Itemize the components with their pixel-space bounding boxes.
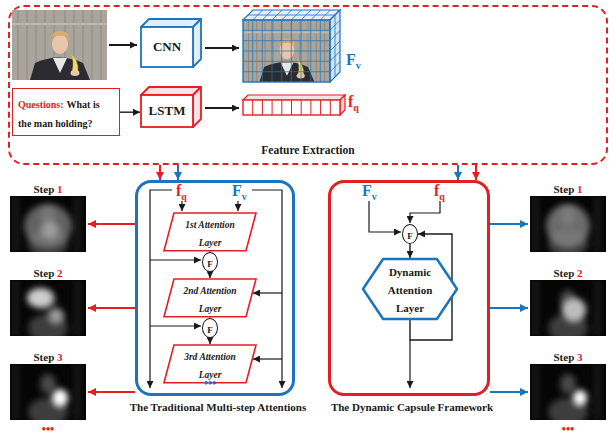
connector-arrow xyxy=(490,391,528,393)
step-label: Step 3 xyxy=(31,351,64,363)
framework-panel: 1st Attention LayerF2nd Attention LayerF… xyxy=(135,180,295,396)
connector-arrow xyxy=(475,165,477,180)
connector-arrow xyxy=(88,391,135,393)
text-holder: F xyxy=(207,253,213,271)
network-block: LSTM xyxy=(140,86,202,128)
attention-map xyxy=(10,196,86,258)
node-label: CNN xyxy=(153,39,181,55)
feature-symbol: fq xyxy=(434,183,445,199)
text-holder: 1st Attention Layer xyxy=(176,214,244,250)
fusion-circle: F xyxy=(202,252,218,272)
panel-caption: The Dynamic Capsule Framework xyxy=(331,401,493,413)
text-holder: Step 3 xyxy=(528,348,608,364)
text-holder: F xyxy=(207,319,213,337)
node-label: 1st Attention Layer xyxy=(185,220,235,248)
attention-step: Step 1 xyxy=(8,180,88,252)
text-holder: Feature Extraction xyxy=(10,140,606,158)
text-holder: Step 3 xyxy=(8,348,88,364)
attention-step: Step 2 xyxy=(528,264,608,336)
node-label: F xyxy=(407,231,413,241)
question-vector xyxy=(243,95,345,115)
step-label: Step 1 xyxy=(31,183,64,195)
node-label: F xyxy=(207,259,213,269)
attention-step: Step 3 xyxy=(528,348,608,420)
dynamic-attention-layer: Dynamic Attention Layer xyxy=(362,258,458,320)
step-label: Step 2 xyxy=(31,267,64,279)
node-label: F xyxy=(207,325,213,335)
attention-step: Step 3 xyxy=(8,348,88,420)
network-block: CNN xyxy=(140,18,202,68)
text-holder: The Traditional Multi-step Attentions xyxy=(124,397,312,415)
text-holder: The Dynamic Capsule Framework xyxy=(317,397,507,415)
attention-step: Step 2 xyxy=(8,264,88,336)
ellipsis: ••• xyxy=(204,377,217,389)
input-photo xyxy=(12,10,107,80)
attention-layer: 1st Attention Layer xyxy=(163,212,257,252)
connector-arrow xyxy=(88,223,135,225)
text-holder: Step 1 xyxy=(8,180,88,196)
ellipsis: ••• xyxy=(562,423,575,435)
feature-extraction-box: CNN Questions:What is the man holding? LST… xyxy=(8,5,608,165)
attention-layer: 2nd Attention Layer xyxy=(163,278,257,318)
panel-caption: The Traditional Multi-step Attentions xyxy=(130,401,307,413)
node-label: 2nd Attention Layer xyxy=(183,286,236,314)
node-label: LSTM xyxy=(149,103,186,119)
attention-step: Step 1 xyxy=(528,180,608,252)
connector-arrow xyxy=(490,223,528,225)
text-holder: Questions:What is the man holding? xyxy=(18,93,114,131)
connector-arrow xyxy=(209,338,210,344)
attention-map xyxy=(530,196,606,258)
framework-panel: FDynamic Attention LayerThe Dynamic Caps… xyxy=(328,180,490,396)
feature-symbol: Fv xyxy=(346,52,361,68)
fusion-circle: F xyxy=(202,318,218,338)
text-holder: LSTM xyxy=(140,94,194,128)
step-label: Step 2 xyxy=(551,267,584,279)
feature-symbol: Fv xyxy=(362,183,377,199)
text-holder: Step 2 xyxy=(8,264,88,280)
ellipsis: ••• xyxy=(42,423,55,435)
question-tag: Questions: xyxy=(18,99,64,110)
attention-map xyxy=(530,364,606,426)
attention-map xyxy=(530,280,606,342)
connector-arrow xyxy=(490,307,528,309)
step-label: Step 1 xyxy=(551,183,584,195)
connector-arrow xyxy=(88,307,135,309)
text-holder: 2nd Attention Layer xyxy=(176,280,244,316)
fusion-circle: F xyxy=(402,224,418,244)
step-label: Step 3 xyxy=(551,351,584,363)
text-holder: F xyxy=(407,225,413,243)
feature-symbol: fq xyxy=(348,94,359,110)
feed-line xyxy=(150,190,282,388)
node-label: Dynamic Attention Layer xyxy=(388,266,433,314)
feature-map-cube xyxy=(243,10,340,82)
text-holder: Step 1 xyxy=(528,180,608,196)
connector-arrow xyxy=(409,244,410,258)
connector-arrow xyxy=(159,165,161,180)
text-holder: Step 2 xyxy=(528,264,608,280)
connector-arrow xyxy=(209,272,210,278)
attention-map xyxy=(10,364,86,426)
connector-arrow xyxy=(177,165,179,180)
connector-arrow xyxy=(457,165,459,180)
panel-caption: Feature Extraction xyxy=(261,144,354,156)
feature-symbol: fq xyxy=(176,183,187,199)
feature-symbol: Fv xyxy=(232,183,247,199)
node-label: 3rd Attention Layer xyxy=(184,352,236,380)
text-holder: Dynamic Attention Layer xyxy=(382,262,438,316)
connector-arrow xyxy=(120,111,140,112)
question-box: Questions:What is the man holding? xyxy=(12,88,120,136)
attention-map xyxy=(10,280,86,342)
text-holder: CNN xyxy=(140,26,194,68)
